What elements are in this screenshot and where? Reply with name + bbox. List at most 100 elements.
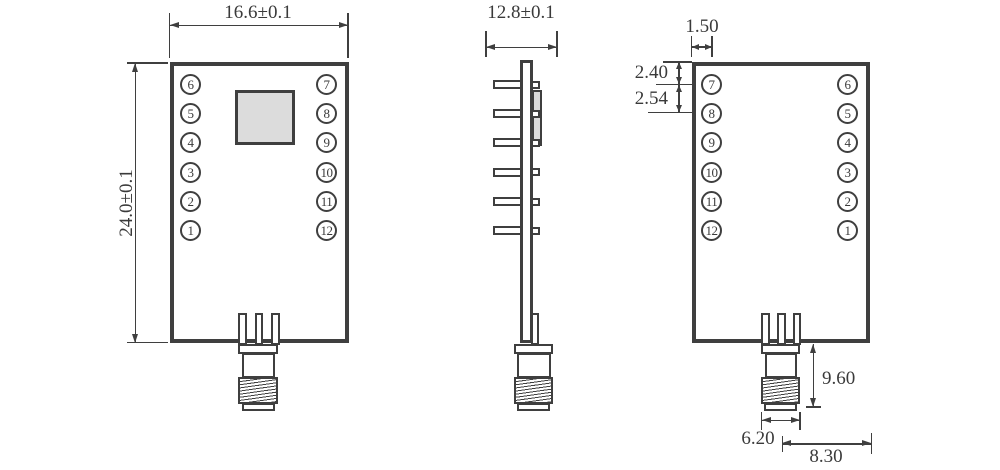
back-pin-3: 3 (837, 162, 858, 183)
back-pin-9: 9 (701, 132, 722, 153)
back-pin-1: 1 (837, 220, 858, 241)
dim-line (170, 24, 348, 27)
arrowhead-right-icon (705, 44, 712, 50)
back-pin-10: 10 (701, 162, 722, 183)
front-pin-5: 5 (180, 103, 201, 124)
front-pin-6: 6 (180, 74, 201, 95)
back-pin-4: 4 (837, 132, 858, 153)
arrowhead-up-icon (809, 344, 816, 353)
arrowhead-down-icon (675, 105, 682, 112)
front-width-dim-label: 16.6±0.1 (224, 2, 292, 23)
dim-extension-line (870, 433, 872, 454)
side-pin-bar (493, 138, 522, 147)
side-connector-thread (514, 377, 553, 404)
back-connector-prong (761, 313, 770, 345)
arrowhead-left-icon (486, 44, 495, 50)
dim-line (761, 419, 800, 422)
arrowhead-down-icon (809, 398, 816, 407)
back-pin-2: 2 (837, 191, 858, 212)
side-chip-edge (531, 90, 542, 146)
side-connector-body (517, 353, 551, 378)
back-connector-width-dim-label: 6.20 (741, 428, 775, 449)
front-pin-8: 8 (316, 103, 337, 124)
arrowhead-left-icon (170, 22, 179, 28)
front-pin-9: 9 (316, 132, 337, 153)
back-top-to-pin-dim-label: 2.40 (634, 62, 668, 83)
dim-extension-line (656, 83, 692, 85)
front-pin-3: 3 (180, 162, 201, 183)
dim-line (782, 443, 871, 445)
back-connector-prong (792, 313, 801, 345)
back-edge-to-pin-dim-label: 1.50 (685, 16, 719, 37)
back-pin-7: 7 (701, 74, 722, 95)
dim-extension-line (347, 13, 349, 58)
back-connector-cap (764, 403, 797, 411)
back-connector-body (765, 353, 797, 378)
front-chip-square (235, 90, 295, 145)
dim-extension-line (127, 341, 168, 343)
arrowhead-up-icon (675, 85, 682, 92)
arrowhead-right-icon (862, 440, 871, 447)
front-pin-12: 12 (316, 220, 337, 241)
back-pin-12: 12 (701, 220, 722, 241)
side-pin-bar (493, 168, 522, 177)
dim-line (678, 85, 680, 112)
arrowhead-up-icon (131, 63, 138, 72)
front-connector-thread (238, 377, 278, 404)
dim-extension-line (806, 406, 821, 408)
arrowhead-left-icon (692, 44, 699, 50)
back-connector-length-dim-label: 9.60 (822, 368, 856, 389)
front-connector-prong (254, 313, 263, 345)
arrowhead-left-icon (782, 440, 791, 447)
front-pin-1: 1 (180, 220, 201, 241)
dim-line (678, 63, 680, 84)
front-pin-11: 11 (316, 191, 337, 212)
side-connector-prong (531, 313, 539, 345)
side-pin-stub (531, 168, 540, 176)
back-connector-to-edge-dim-label: 8.30 (809, 446, 843, 467)
dim-line (692, 46, 712, 48)
dim-extension-line (663, 61, 692, 63)
dim-extension-line (127, 62, 168, 64)
side-pin-stub (531, 227, 540, 235)
dim-line (134, 63, 136, 343)
back-pin-8: 8 (701, 103, 722, 124)
front-connector-cap (242, 403, 275, 411)
dim-line (812, 344, 814, 407)
dim-line (486, 46, 557, 49)
front-pin-10: 10 (316, 162, 337, 183)
front-pin-2: 2 (180, 191, 201, 212)
front-connector-prong (271, 313, 280, 345)
side-pin-bar (493, 197, 522, 206)
front-pin-4: 4 (180, 132, 201, 153)
back-pin-5: 5 (837, 103, 858, 124)
back-pin-11: 11 (701, 191, 722, 212)
side-connector-cap (517, 403, 550, 411)
back-connector-thread (761, 377, 800, 404)
side-pin-stub (531, 81, 540, 89)
dim-extension-line (648, 111, 692, 113)
side-width-dim-label: 12.8±0.1 (487, 2, 555, 23)
arrowhead-right-icon (790, 417, 800, 423)
front-connector-body (242, 353, 275, 378)
front-connector-prong (238, 313, 247, 345)
side-pin-bar (493, 80, 522, 89)
back-pin-6: 6 (837, 74, 858, 95)
side-pin-stub (531, 198, 540, 206)
arrowhead-right-icon (548, 44, 557, 50)
side-pin-bar (493, 226, 522, 235)
back-pin-pitch-dim-label: 2.54 (634, 88, 668, 109)
dim-extension-line (168, 13, 170, 58)
side-pin-stub (531, 139, 540, 147)
arrowhead-right-icon (339, 22, 348, 28)
back-connector-prong (777, 313, 786, 345)
front-pin-7: 7 (316, 74, 337, 95)
arrowhead-down-icon (131, 334, 138, 343)
arrowhead-up-icon (675, 62, 682, 69)
side-pin-stub (531, 110, 540, 118)
arrowhead-down-icon (675, 77, 682, 84)
arrowhead-left-icon (761, 417, 771, 423)
dim-extension-line (690, 36, 692, 57)
side-pin-bar (493, 109, 522, 118)
